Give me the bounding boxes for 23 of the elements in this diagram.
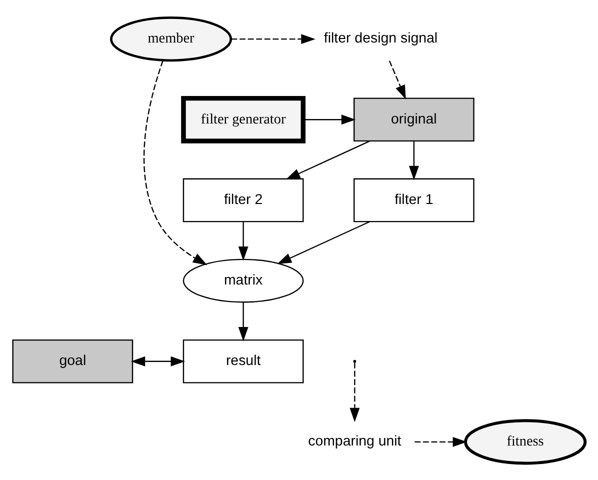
node-text: filter design signal [324, 30, 438, 46]
arrow [238, 221, 248, 260]
node-box: result [182, 338, 304, 383]
arrow [388, 60, 406, 99]
arrow [277, 220, 370, 264]
node-ellipse: member [110, 16, 232, 62]
arrow [408, 140, 419, 180]
arrow [238, 302, 248, 341]
arrow [286, 140, 370, 180]
arrow [231, 34, 316, 44]
node-box: filter 1 [354, 178, 474, 222]
arrow [144, 60, 208, 265]
node-box: filter generator [181, 95, 306, 143]
arrow [414, 436, 468, 446]
node-box: original [354, 97, 474, 142]
node-ellipse: matrix [182, 258, 304, 302]
node-box: goal [12, 338, 134, 383]
node-box: filter 2 [182, 178, 304, 222]
arrow [130, 356, 186, 366]
node-text: comparing unit [308, 433, 402, 450]
node-ellipse: fitness [464, 418, 587, 464]
arrow [303, 114, 356, 124]
arrow [350, 362, 360, 422]
